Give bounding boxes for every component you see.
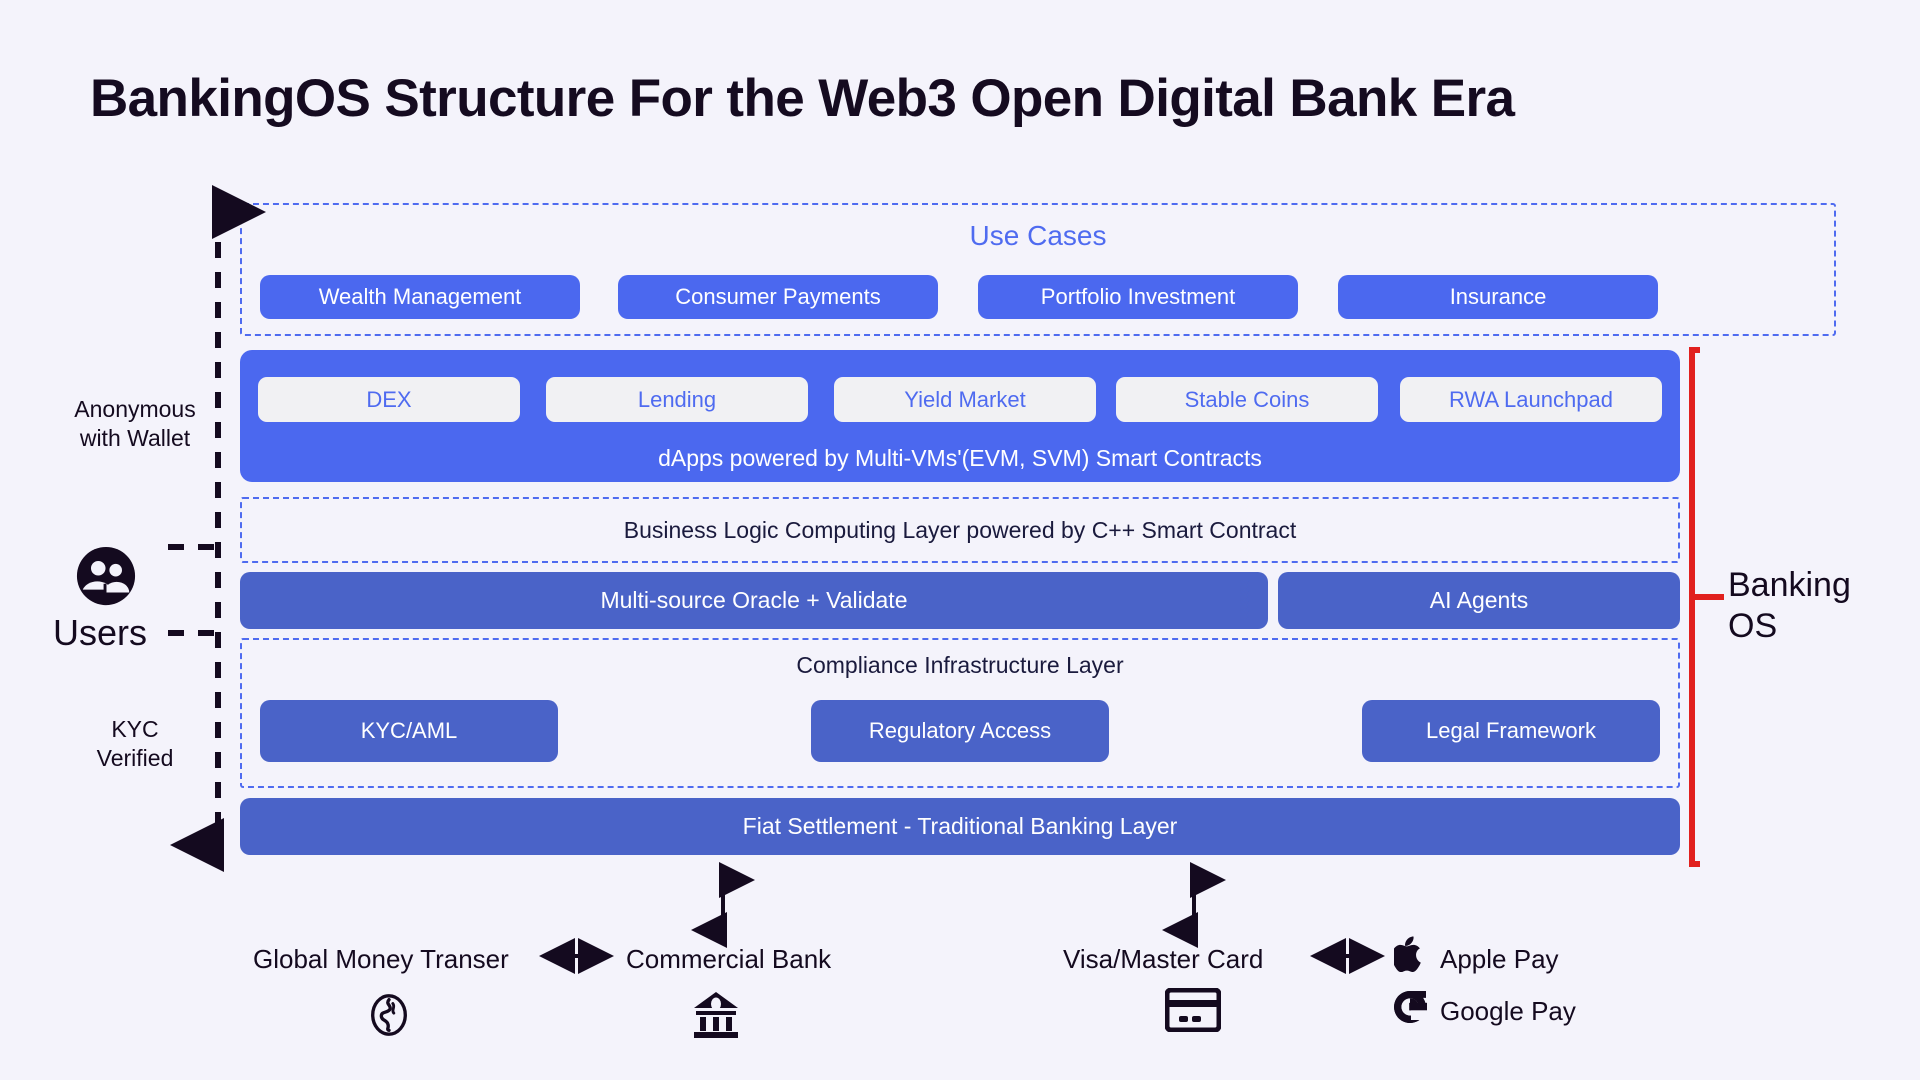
use-case-wealth-management[interactable]: Wealth Management xyxy=(260,275,580,319)
globe-icon xyxy=(366,992,412,1038)
banking-os-bracket xyxy=(1689,347,1724,867)
google-pay-label: Google Pay xyxy=(1440,996,1576,1026)
compliance-label: Regulatory Access xyxy=(868,718,1052,743)
compliance-kyc-aml[interactable]: KYC/AML xyxy=(260,700,558,762)
use-case-label: Wealth Management xyxy=(318,284,522,309)
use-case-insurance[interactable]: Insurance xyxy=(1338,275,1658,319)
apple-pay-label: Apple Pay xyxy=(1440,944,1559,974)
use-cases-caption: Use Cases xyxy=(969,220,1107,251)
dapp-stable-coins[interactable]: Stable Coins xyxy=(1116,377,1378,422)
dapp-rwa-launchpad[interactable]: RWA Launchpad xyxy=(1400,377,1662,422)
compliance-legal-framework[interactable]: Legal Framework xyxy=(1362,700,1660,762)
page-title: BankingOS Structure For the Web3 Open Di… xyxy=(90,69,1515,128)
ai-agents-box[interactable]: AI Agents xyxy=(1278,572,1680,629)
commercial-bank-label: Commercial Bank xyxy=(626,944,832,974)
compliance-caption: Compliance Infrastructure Layer xyxy=(796,652,1124,678)
users-group-icon xyxy=(75,545,137,607)
ai-agents-label: AI Agents xyxy=(1429,587,1529,613)
users-label: Users xyxy=(53,612,148,653)
credit-card-icon xyxy=(1164,987,1222,1033)
left-rail-kyc-label: KYC Verified xyxy=(96,716,174,772)
dapp-label: RWA Launchpad xyxy=(1449,386,1613,412)
dapps-footer-label: dApps powered by Multi-VMs'(EVM, SVM) Sm… xyxy=(658,445,1262,471)
use-case-label: Portfolio Investment xyxy=(1040,284,1236,309)
use-case-portfolio-investment[interactable]: Portfolio Investment xyxy=(978,275,1298,319)
compliance-regulatory-access[interactable]: Regulatory Access xyxy=(811,700,1109,762)
dapp-label: Lending xyxy=(637,386,717,412)
banking-os-label: Banking OS xyxy=(1728,566,1851,645)
use-case-consumer-payments[interactable]: Consumer Payments xyxy=(618,275,938,319)
dapp-dex[interactable]: DEX xyxy=(258,377,520,422)
oracle-validate-box[interactable]: Multi-source Oracle + Validate xyxy=(240,572,1268,629)
compliance-label: Legal Framework xyxy=(1426,718,1596,743)
google-g-icon xyxy=(1393,990,1427,1024)
apple-logo-icon xyxy=(1391,936,1424,973)
oracle-label: Multi-source Oracle + Validate xyxy=(600,587,908,613)
business-logic-caption: Business Logic Computing Layer powered b… xyxy=(623,517,1297,543)
fiat-settlement-box[interactable]: Fiat Settlement - Traditional Banking La… xyxy=(240,798,1680,855)
left-rail-anonymous-label: Anonymous with Wallet xyxy=(74,396,196,452)
dapp-yield-market[interactable]: Yield Market xyxy=(834,377,1096,422)
visa-master-card-label: Visa/Master Card xyxy=(1063,944,1264,974)
dapp-label: DEX xyxy=(366,386,412,412)
compliance-label: KYC/AML xyxy=(360,718,458,743)
dapp-label: Yield Market xyxy=(904,386,1026,412)
dapp-lending[interactable]: Lending xyxy=(546,377,808,422)
use-case-label: Insurance xyxy=(1449,284,1547,309)
bank-icon xyxy=(690,988,742,1040)
fiat-settlement-label: Fiat Settlement - Traditional Banking La… xyxy=(742,813,1178,839)
dapp-label: Stable Coins xyxy=(1184,386,1310,412)
global-money-transfer-label: Global Money Transer xyxy=(253,944,509,974)
use-case-label: Consumer Payments xyxy=(675,284,881,309)
